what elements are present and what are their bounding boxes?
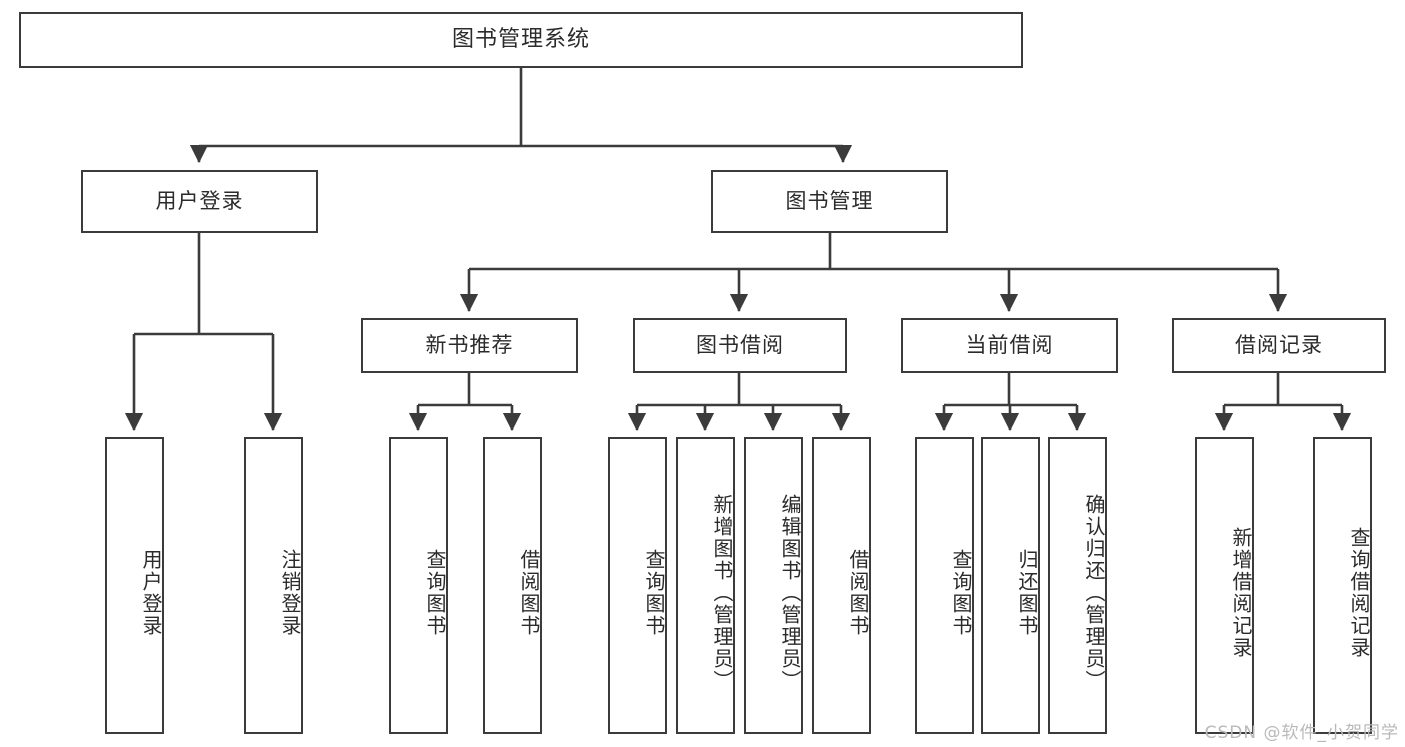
node-label: 编辑图书（管理员） xyxy=(778,493,802,692)
csdn-watermark: CSDN @软件_小贺同学 xyxy=(1204,723,1399,743)
node-label: 用户登录 xyxy=(139,548,163,637)
node-label: 查询图书 xyxy=(642,548,666,637)
node-label: 确认归还（管理员） xyxy=(1082,493,1106,692)
node-label: 借阅图书 xyxy=(517,548,541,637)
node-label: 注销登录 xyxy=(278,548,302,637)
node-label: 新增借阅记录 xyxy=(1229,526,1253,659)
node-leaf-borrow-book-borrowing[interactable]: 借阅图书 xyxy=(812,437,871,734)
node-label: 用户登录 xyxy=(155,188,244,213)
node-label: 查询图书 xyxy=(949,548,973,637)
node-current-borrowing[interactable]: 当前借阅 xyxy=(901,318,1118,373)
node-leaf-edit-book-admin[interactable]: 编辑图书（管理员） xyxy=(744,437,803,734)
node-leaf-return-book[interactable]: 归还图书 xyxy=(981,437,1040,734)
node-leaf-add-book-admin[interactable]: 新增图书（管理员） xyxy=(676,437,735,734)
node-label: 当前借阅 xyxy=(965,332,1054,357)
node-label: 查询借阅记录 xyxy=(1347,526,1371,659)
node-leaf-logout[interactable]: 注销登录 xyxy=(244,437,303,734)
node-label: 新增图书（管理员） xyxy=(710,493,734,692)
node-leaf-query-book-recommendation[interactable]: 查询图书 xyxy=(389,437,448,734)
node-label: 借阅图书 xyxy=(846,548,870,637)
node-label: 图书管理 xyxy=(785,188,874,213)
node-leaf-query-book-borrowing[interactable]: 查询图书 xyxy=(608,437,667,734)
node-label: 归还图书 xyxy=(1015,548,1039,637)
node-root-book-management-system[interactable]: 图书管理系统 xyxy=(19,12,1023,68)
node-label: 图书借阅 xyxy=(696,332,784,357)
node-leaf-user-login[interactable]: 用户登录 xyxy=(105,437,164,734)
node-new-book-recommendation[interactable]: 新书推荐 xyxy=(361,318,578,373)
node-book-management[interactable]: 图书管理 xyxy=(711,170,948,233)
node-label: 查询图书 xyxy=(423,548,447,637)
node-label: 新书推荐 xyxy=(425,332,514,357)
node-leaf-add-borrowing-record[interactable]: 新增借阅记录 xyxy=(1195,437,1254,734)
node-leaf-confirm-return-admin[interactable]: 确认归还（管理员） xyxy=(1048,437,1107,734)
node-book-borrowing[interactable]: 图书借阅 xyxy=(633,318,847,373)
node-borrowing-record[interactable]: 借阅记录 xyxy=(1172,318,1386,373)
node-leaf-borrow-book-recommendation[interactable]: 借阅图书 xyxy=(483,437,542,734)
node-leaf-query-book-current[interactable]: 查询图书 xyxy=(915,437,974,734)
node-leaf-query-borrowing-record[interactable]: 查询借阅记录 xyxy=(1313,437,1372,734)
node-user-login[interactable]: 用户登录 xyxy=(81,170,318,233)
node-label: 借阅记录 xyxy=(1235,332,1323,357)
node-label: 图书管理系统 xyxy=(451,26,590,52)
